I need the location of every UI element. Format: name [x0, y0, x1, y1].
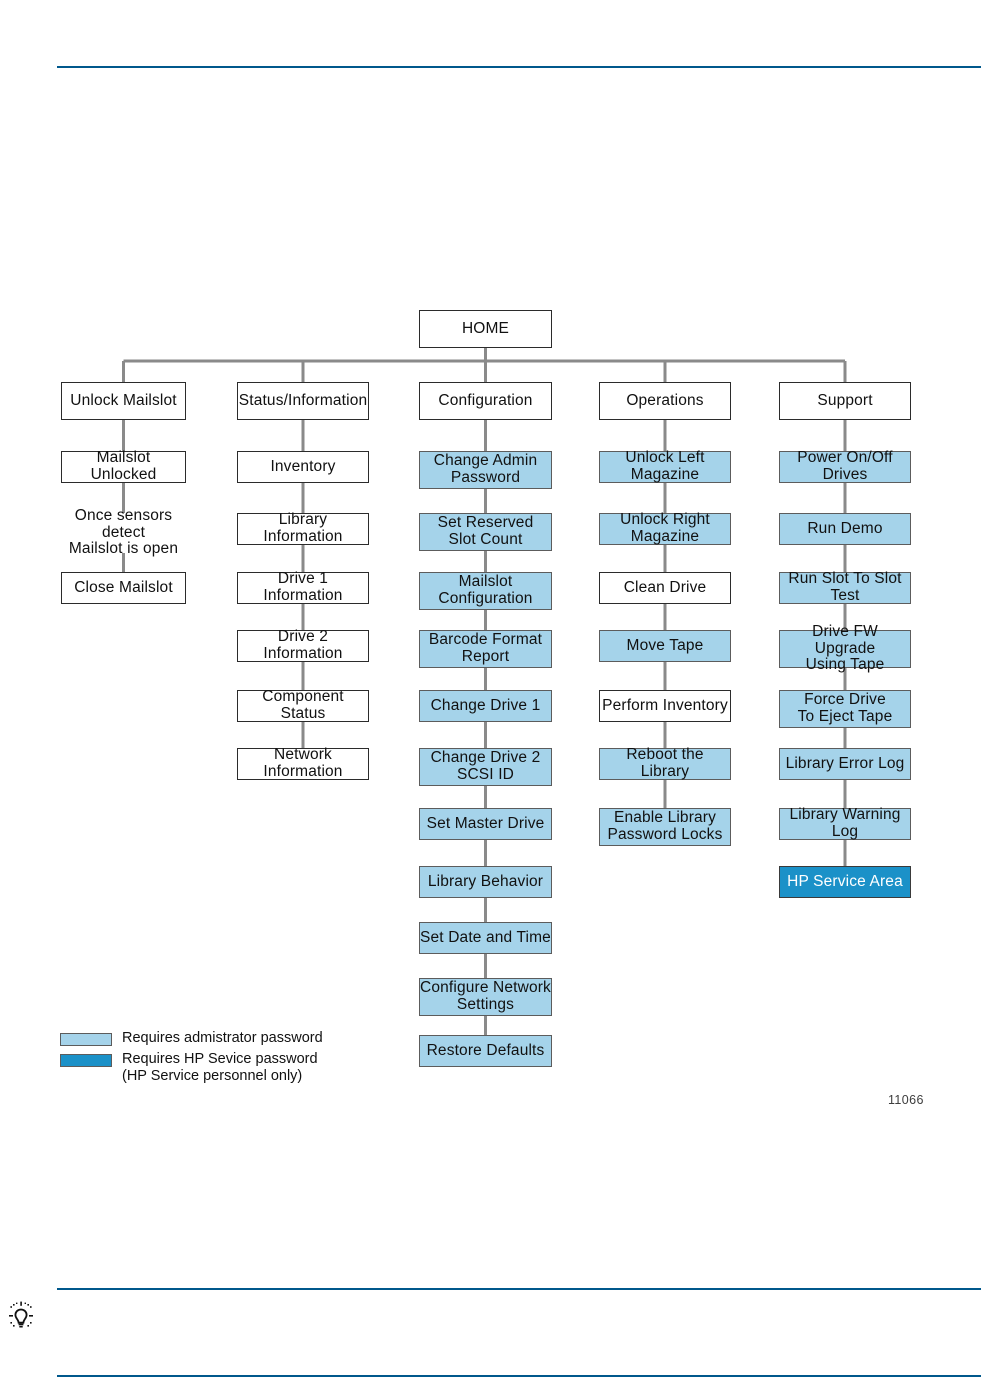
node-clean-drive[interactable]: Clean Drive	[599, 572, 731, 604]
node-close-mailslot-label: Close Mailslot	[74, 578, 173, 596]
node-unlock-right-magazine-label: Unlock Right Magazine	[620, 511, 710, 545]
node-library-information-label: Library Information	[263, 511, 343, 545]
node-set-date-and-time[interactable]: Set Date and Time	[419, 922, 552, 954]
node-library-information[interactable]: Library Information	[237, 511, 369, 545]
node-set-master-drive-label: Set Master Drive	[426, 814, 545, 832]
node-support-label: Support	[817, 391, 873, 409]
node-home[interactable]: HOME	[419, 310, 552, 348]
node-mailslot-configuration[interactable]: Mailslot Configuration	[419, 572, 552, 610]
node-clean-drive-label: Clean Drive	[623, 578, 707, 596]
node-run-demo[interactable]: Run Demo	[779, 513, 911, 545]
legend-label-service: Requires HP Sevice password (HP Service …	[122, 1050, 318, 1085]
legend: Requires admistrator password Requires H…	[60, 1030, 380, 1089]
node-set-master-drive[interactable]: Set Master Drive	[419, 808, 552, 840]
node-library-behavior[interactable]: Library Behavior	[419, 866, 552, 898]
legend-row-service: Requires HP Sevice password (HP Service …	[60, 1051, 380, 1086]
node-restore-defaults[interactable]: Restore Defaults	[419, 1035, 552, 1067]
node-configuration[interactable]: Configuration	[419, 382, 552, 420]
legend-label-admin: Requires admistrator password	[122, 1030, 323, 1046]
node-status-information[interactable]: Status/Information	[237, 382, 369, 420]
legend-swatch-admin-icon	[60, 1033, 112, 1046]
tip-lightbulb-icon	[4, 1300, 38, 1334]
node-set-reserved-slot-count-label: Set Reserved Slot Count	[437, 514, 534, 548]
legend-row-admin: Requires admistrator password	[60, 1030, 380, 1048]
node-unlock-left-magazine[interactable]: Unlock Left Magazine	[599, 449, 731, 483]
node-move-tape[interactable]: Move Tape	[599, 630, 731, 662]
node-barcode-format-report-label: Barcode Format Report	[428, 631, 543, 665]
node-component-status-label: Component Status	[262, 688, 344, 722]
node-once-sensors-detect-mailslot-is-open-label: Once sensors detect Mailslot is open	[68, 506, 179, 558]
node-change-admin-password-label: Change Admin Password	[433, 452, 538, 486]
node-drive-fw-upgrade-using-tape[interactable]: Drive FW Upgrade Using Tape	[779, 623, 911, 673]
node-close-mailslot[interactable]: Close Mailslot	[61, 572, 186, 604]
node-unlock-right-magazine[interactable]: Unlock Right Magazine	[599, 511, 731, 545]
node-network-information-label: Network Information	[263, 746, 343, 780]
node-power-on-off-drives-label: Power On/Off Drives	[797, 449, 893, 483]
node-drive-1-information[interactable]: Drive 1 Information	[237, 570, 369, 604]
note-top-divider-rule	[57, 1288, 981, 1290]
node-change-drive-2-scsi-id[interactable]: Change Drive 2 SCSI ID	[419, 748, 552, 786]
node-library-warning-log[interactable]: Library Warning Log	[779, 806, 911, 840]
node-operations-label: Operations	[626, 391, 704, 409]
node-component-status[interactable]: Component Status	[237, 688, 369, 722]
node-hp-service-area[interactable]: HP Service Area	[779, 866, 911, 898]
node-library-error-log-label: Library Error Log	[785, 754, 905, 772]
node-barcode-format-report[interactable]: Barcode Format Report	[419, 630, 552, 668]
node-inventory-label: Inventory	[270, 457, 336, 475]
note-bottom-divider-rule	[57, 1375, 981, 1377]
node-drive-2-information[interactable]: Drive 2 Information	[237, 628, 369, 662]
node-mailslot-unlocked-label: Mailslot Unlocked	[90, 449, 157, 483]
node-run-slot-to-slot-test[interactable]: Run Slot To Slot Test	[779, 570, 911, 604]
node-move-tape-label: Move Tape	[626, 636, 704, 654]
node-power-on-off-drives[interactable]: Power On/Off Drives	[779, 449, 911, 483]
node-enable-library-password-locks-label: Enable Library Password Locks	[607, 809, 723, 843]
node-change-drive-1-label: Change Drive 1	[430, 696, 541, 714]
node-unlock-mailslot-label: Unlock Mailslot	[70, 391, 177, 409]
node-force-drive-to-eject-tape[interactable]: Force Drive To Eject Tape	[779, 690, 911, 728]
node-unlock-mailslot[interactable]: Unlock Mailslot	[61, 382, 186, 420]
node-unlock-left-magazine-label: Unlock Left Magazine	[625, 449, 705, 483]
node-run-demo-label: Run Demo	[807, 519, 883, 537]
node-mailslot-configuration-label: Mailslot Configuration	[438, 573, 533, 607]
node-reboot-the-library[interactable]: Reboot the Library	[599, 746, 731, 780]
node-configuration-label: Configuration	[438, 391, 533, 409]
node-library-behavior-label: Library Behavior	[427, 872, 544, 890]
node-drive-fw-upgrade-using-tape-label: Drive FW Upgrade Using Tape	[805, 622, 885, 674]
node-set-reserved-slot-count[interactable]: Set Reserved Slot Count	[419, 513, 552, 551]
node-enable-library-password-locks[interactable]: Enable Library Password Locks	[599, 808, 731, 846]
legend-swatch-service-icon	[60, 1053, 112, 1067]
node-home-label: HOME	[461, 319, 510, 337]
node-inventory[interactable]: Inventory	[237, 451, 369, 483]
node-change-drive-1[interactable]: Change Drive 1	[419, 690, 552, 722]
node-change-admin-password[interactable]: Change Admin Password	[419, 451, 552, 489]
node-configure-network-settings-label: Configure Network Settings	[420, 979, 551, 1013]
node-support[interactable]: Support	[779, 382, 911, 420]
node-status-information-label: Status/Information	[238, 391, 368, 409]
node-drive-1-information-label: Drive 1 Information	[263, 570, 343, 604]
node-configure-network-settings[interactable]: Configure Network Settings	[419, 978, 552, 1016]
node-change-drive-2-scsi-id-label: Change Drive 2 SCSI ID	[430, 749, 541, 783]
node-restore-defaults-label: Restore Defaults	[426, 1041, 545, 1059]
node-hp-service-area-label: HP Service Area	[787, 872, 903, 890]
node-operations[interactable]: Operations	[599, 382, 731, 420]
node-mailslot-unlocked[interactable]: Mailslot Unlocked	[61, 449, 186, 483]
node-perform-inventory-label: Perform Inventory	[602, 696, 728, 714]
node-drive-2-information-label: Drive 2 Information	[263, 628, 343, 662]
header-divider-rule	[57, 66, 981, 68]
node-library-warning-log-label: Library Warning Log	[789, 806, 901, 840]
node-once-sensors-detect-mailslot-is-open: Once sensors detect Mailslot is open	[61, 507, 186, 557]
node-library-error-log[interactable]: Library Error Log	[779, 748, 911, 780]
node-reboot-the-library-label: Reboot the Library	[626, 746, 704, 780]
node-force-drive-to-eject-tape-label: Force Drive To Eject Tape	[797, 691, 893, 725]
figure-id-label: 11066	[888, 1093, 924, 1107]
node-set-date-and-time-label: Set Date and Time	[420, 928, 551, 946]
node-network-information[interactable]: Network Information	[237, 746, 369, 780]
node-run-slot-to-slot-test-label: Run Slot To Slot Test	[788, 570, 902, 604]
node-perform-inventory[interactable]: Perform Inventory	[599, 690, 731, 722]
